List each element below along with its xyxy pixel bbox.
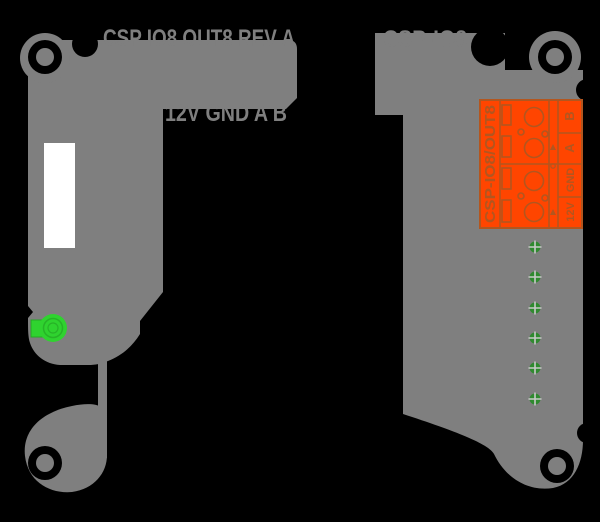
board-edge-notch	[577, 423, 597, 443]
terminal-label-a: A	[562, 143, 577, 153]
left-board: CSP IO8 OUT8 REV A 12V GND A B	[6, 25, 297, 493]
left-board-column	[28, 40, 163, 365]
terminal-pin-markers	[501, 104, 512, 223]
board-edge-notch	[72, 31, 98, 57]
solder-pad-column	[528, 240, 542, 406]
board-edge-notch	[576, 79, 598, 101]
solder-pad	[528, 301, 542, 315]
mounting-hole	[538, 40, 572, 74]
mounting-hole	[28, 40, 62, 74]
solder-pad	[528, 270, 542, 284]
board-edge-notch	[471, 28, 509, 66]
right-board-top-label: CSP-IO8	[383, 26, 467, 53]
label-window	[44, 143, 75, 248]
terminal-block-dividers	[499, 100, 582, 228]
led-indicator	[30, 314, 67, 342]
terminal-label-12v: 12V	[565, 202, 577, 222]
terminal-block: CSP-IO8/OUT8 B A GND 12V	[479, 99, 583, 229]
mounting-hole	[540, 449, 574, 483]
right-board: CSP-IO8	[375, 26, 598, 489]
solder-pad	[528, 361, 542, 375]
solder-pad	[528, 331, 542, 345]
mounting-hole	[28, 446, 62, 480]
left-board-bottom-label: 12V GND A B	[165, 100, 287, 127]
solder-pad	[528, 240, 542, 254]
terminal-screw-holes	[517, 106, 549, 223]
terminal-label-b: B	[562, 111, 577, 120]
terminal-orientation-marks	[550, 144, 556, 215]
board-edge-notch	[6, 83, 26, 103]
left-board-top-band	[95, 40, 297, 109]
terminal-label-gnd: GND	[565, 168, 577, 193]
terminal-block-part-label: CSP-IO8/OUT8	[482, 105, 499, 223]
left-board-top-label: CSP IO8 OUT8 REV A	[103, 25, 295, 52]
solder-pad	[528, 392, 542, 406]
